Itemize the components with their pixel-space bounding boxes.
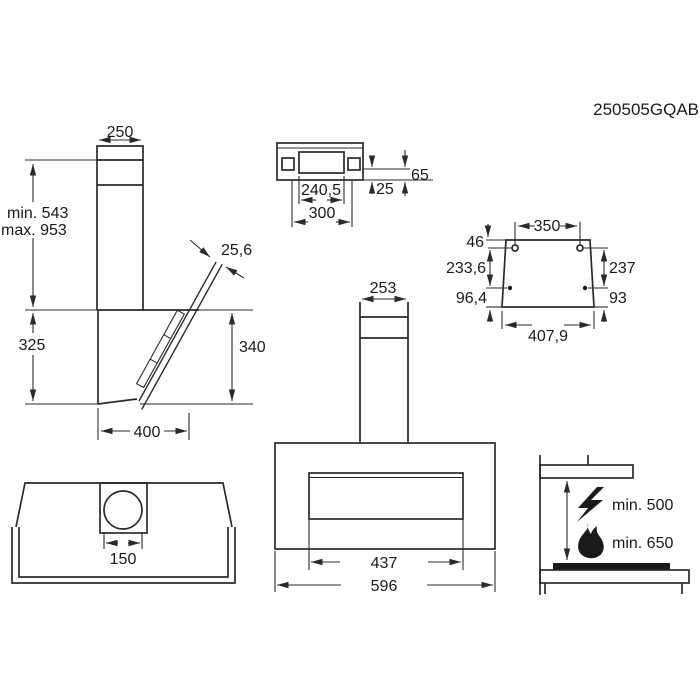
duct-opening <box>298 151 345 174</box>
bottom-view: 150 <box>11 482 236 584</box>
hood-body-outline <box>274 442 496 550</box>
clearance-electric-label: min. 500 <box>612 497 673 514</box>
gas-hob-icon <box>578 523 604 559</box>
mounting-hole-right <box>576 244 584 252</box>
dim-bracket-outer-width: 300 <box>309 205 336 222</box>
bracket-outline <box>276 142 364 181</box>
dim-left-bottom-offset: 96,4 <box>456 290 487 307</box>
mounting-hole-left <box>511 244 519 252</box>
dim-height-min: min. 543 <box>7 205 68 222</box>
product-code: 250505GQAB <box>593 100 699 119</box>
dim-hole-spacing: 350 <box>534 218 561 235</box>
dim-template-bottom-width: 407,9 <box>528 328 568 345</box>
dim-panel-width: 437 <box>371 555 398 572</box>
duct-circle <box>103 490 143 530</box>
duct-housing <box>99 482 148 534</box>
dim-total-width: 596 <box>371 578 398 595</box>
counter-outline <box>539 569 690 584</box>
dim-right-bottom-offset: 93 <box>609 290 627 307</box>
slanted-front-panel <box>135 261 223 410</box>
dim-hole-top-offset: 46 <box>466 234 484 251</box>
electric-hob-icon <box>577 487 604 522</box>
mounting-template-view: 350 46 233,6 96,4 237 93 407,9 <box>446 218 636 345</box>
backplate-outer <box>11 527 236 584</box>
dim-panel-thickness: 25,6 <box>221 242 252 259</box>
side-view: 250 min. 543 max. 953 25,6 325 <box>0 124 266 441</box>
dim-bracket-offset: 25 <box>376 181 394 198</box>
clearance-gas-label: min. 650 <box>612 535 673 552</box>
dim-right-height: 237 <box>609 260 636 277</box>
hood-bottom-bar <box>539 464 634 479</box>
hood-top-outline <box>15 482 233 528</box>
dim-duct-diameter: 150 <box>110 551 137 568</box>
bracket-tab-right <box>347 157 361 171</box>
dim-bracket-inner-width: 240,5 <box>301 182 341 199</box>
dim-left-height: 233,6 <box>446 260 486 277</box>
front-view: 253 437 596 <box>274 280 496 595</box>
mounting-mark-right <box>582 285 588 291</box>
hob-surface <box>553 563 670 570</box>
bracket-tab-left <box>281 157 295 171</box>
dim-front-chimney-width: 253 <box>370 280 397 297</box>
dim-chimney-width: 250 <box>107 124 134 141</box>
dim-bracket-depth: 65 <box>411 167 429 184</box>
glass-panel <box>308 472 464 520</box>
mounting-mark-left <box>507 285 513 291</box>
backplate-inner <box>18 527 229 578</box>
dim-back-height: 325 <box>19 337 46 354</box>
chimney-outline <box>96 145 144 310</box>
dim-height-max: max. 953 <box>1 222 67 239</box>
dim-depth: 400 <box>134 424 161 441</box>
clearance-view: min. 500 min. 650 <box>539 455 690 595</box>
dim-front-height: 340 <box>239 339 266 356</box>
chimney-bracket-view: 240,5 300 25 65 <box>276 142 433 227</box>
